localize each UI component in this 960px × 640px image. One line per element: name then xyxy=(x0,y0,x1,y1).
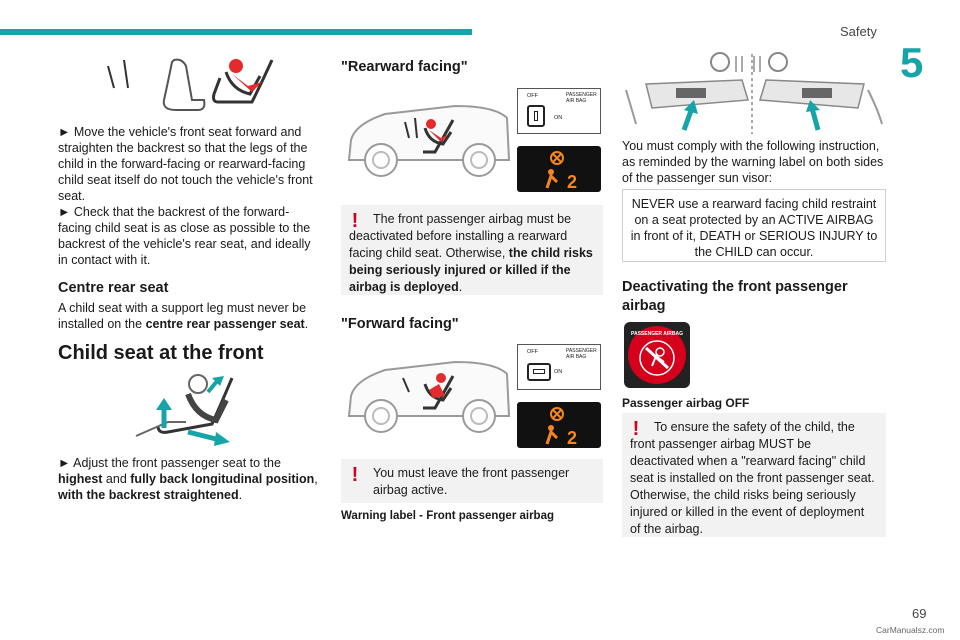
switch-label-on: ON xyxy=(554,115,563,121)
switch-label-on: ON xyxy=(554,369,563,375)
warning-airbag-deactivate: ! To ensure the safety of the child, the… xyxy=(622,413,886,537)
switch-key-slot xyxy=(527,363,551,381)
child-head-icon xyxy=(655,347,665,357)
passenger-airbag-off-label: Passenger airbag OFF xyxy=(622,396,750,410)
header-accent-bar xyxy=(0,29,472,35)
page-number: 69 xyxy=(912,606,927,621)
watermark: CarManualsz.com xyxy=(876,625,945,635)
car-rearward-child-seat-illustration xyxy=(347,104,511,177)
instruction-bullet-2: ► Check that the backrest of the forward… xyxy=(58,205,311,267)
warning-forward-active: ! You must leave the front passenger air… xyxy=(341,459,603,503)
warning-icon: ! xyxy=(632,418,640,440)
figure-caption: Warning label - Front passenger airbag xyxy=(341,510,554,522)
airbag-off-lamp-panel: 2 xyxy=(517,146,601,192)
svg-text:2: 2 xyxy=(567,428,577,448)
airbag-off-lamp-panel: 2 xyxy=(517,402,601,448)
switch-label-off: OFF xyxy=(527,93,538,99)
switch-label-off: OFF xyxy=(527,349,538,355)
adjust-front-seat-text: ► Adjust the front passenger seat to the… xyxy=(58,456,318,502)
section-title: Safety xyxy=(840,24,877,39)
seat-adjust-illustration xyxy=(107,58,274,111)
svg-text:2: 2 xyxy=(567,172,577,192)
instruction-bullet-1: ► Move the vehicle's front seat forward … xyxy=(58,125,313,203)
heading-deactivating-airbag: Deactivating the front passenger airbag xyxy=(622,279,848,314)
warning-rearward-deactivate: ! The front passenger airbag must be dea… xyxy=(341,205,603,295)
comply-instruction-text: You must comply with the following instr… xyxy=(622,139,884,185)
sun-visor-warning-notice: NEVER use a rearward facing child restra… xyxy=(622,189,886,262)
warning-icon: ! xyxy=(351,464,359,486)
heading-forward-facing: "Forward facing" xyxy=(341,316,459,332)
lamp-caption: PASSENGER AIRBAG xyxy=(631,331,683,337)
front-seat-adjust-illustration xyxy=(135,374,234,446)
sun-visor-label-illustration xyxy=(625,52,883,134)
heading-centre-rear-seat: Centre rear seat xyxy=(58,280,169,296)
passenger-airbag-off-lamp: PASSENGER AIRBAG xyxy=(624,322,690,388)
centre-rear-text: A child seat with a support leg must nev… xyxy=(58,301,309,331)
heading-child-seat-front: Child seat at the front xyxy=(58,342,264,364)
passenger-figure-icon xyxy=(548,425,554,431)
car-forward-child-seat-illustration xyxy=(347,360,511,433)
chapter-number: 5 xyxy=(900,39,924,86)
switch-key-slot xyxy=(527,105,545,127)
passenger-figure-icon xyxy=(548,169,554,175)
heading-rearward-facing: "Rearward facing" xyxy=(341,59,468,75)
warning-icon: ! xyxy=(351,210,359,232)
